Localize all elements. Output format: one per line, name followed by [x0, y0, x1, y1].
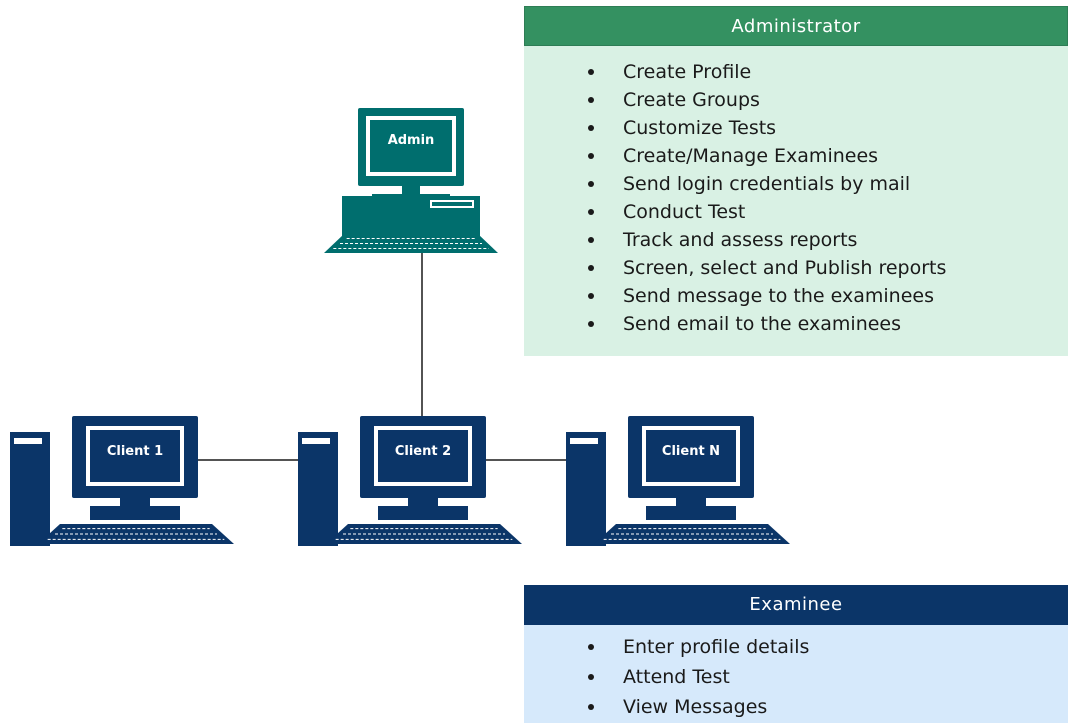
administrator-task-item: Send message to the examinees [524, 282, 1068, 310]
examinee-task-text: Enter profile details [623, 636, 810, 658]
examinee-task-item: View Messages [524, 692, 1068, 722]
administrator-task-text: Conduct Test [623, 201, 746, 223]
administrator-task-item: Customize Tests [524, 114, 1068, 142]
bullet-icon [588, 644, 594, 650]
administrator-task-text: Send login credentials by mail [623, 173, 911, 195]
admin-computer-label: Admin [388, 133, 435, 148]
client-1-computer-icon: Client 1 [10, 416, 234, 546]
administrator-task-item: Track and assess reports [524, 226, 1068, 254]
client-2-computer-label: Client 2 [395, 444, 451, 459]
bullet-icon [588, 153, 594, 159]
client-n-computer-label: Client N [662, 444, 720, 459]
administrator-task-text: Screen, select and Publish reports [623, 257, 947, 279]
administrator-task-item: Create Groups [524, 86, 1068, 114]
examinee-task-item: Attend Test [524, 662, 1068, 692]
administrator-task-text: Create Profile [623, 61, 752, 83]
examinee-panel: Examinee Enter profile details Attend Te… [524, 585, 1068, 723]
examinee-panel-title: Examinee [524, 585, 1068, 625]
administrator-task-text: Track and assess reports [623, 229, 858, 251]
examinee-task-item: Enter profile details [524, 632, 1068, 662]
bullet-icon [588, 321, 594, 327]
administrator-task-text: Send message to the examinees [623, 285, 935, 307]
administrator-task-item: Send email to the examinees [524, 310, 1068, 338]
bullet-icon [588, 181, 594, 187]
bullet-icon [588, 704, 594, 710]
administrator-task-text: Customize Tests [623, 117, 777, 139]
connectors [198, 252, 568, 461]
administrator-task-list: Create Profile Create Groups Customize T… [524, 58, 1068, 338]
administrator-task-item: Conduct Test [524, 198, 1068, 226]
examinee-task-text: Attend Test [623, 666, 730, 688]
examinee-task-text: View Messages [623, 696, 768, 718]
administrator-task-item: Create/Manage Examinees [524, 142, 1068, 170]
bullet-icon [588, 674, 594, 680]
administrator-task-item: Screen, select and Publish reports [524, 254, 1068, 282]
administrator-panel: Administrator Create Profile Create Grou… [524, 6, 1068, 356]
client-2-computer-icon: Client 2 [298, 416, 522, 546]
administrator-task-item: Create Profile [524, 58, 1068, 86]
bullet-icon [588, 69, 594, 75]
administrator-task-item: Send login credentials by mail [524, 170, 1068, 198]
bullet-icon [588, 293, 594, 299]
client-1-computer-label: Client 1 [107, 444, 163, 459]
bullet-icon [588, 125, 594, 131]
bullet-icon [588, 209, 594, 215]
administrator-task-text: Create Groups [623, 89, 760, 111]
administrator-panel-title: Administrator [524, 6, 1068, 46]
bullet-icon [588, 265, 594, 271]
bullet-icon [588, 237, 594, 243]
bullet-icon [588, 97, 594, 103]
administrator-task-text: Create/Manage Examinees [623, 145, 879, 167]
administrator-task-text: Send email to the examinees [623, 313, 902, 335]
examinee-task-list: Enter profile details Attend Test View M… [524, 632, 1068, 722]
admin-computer-icon: Admin [324, 108, 498, 253]
client-n-computer-icon: Client N [566, 416, 790, 546]
